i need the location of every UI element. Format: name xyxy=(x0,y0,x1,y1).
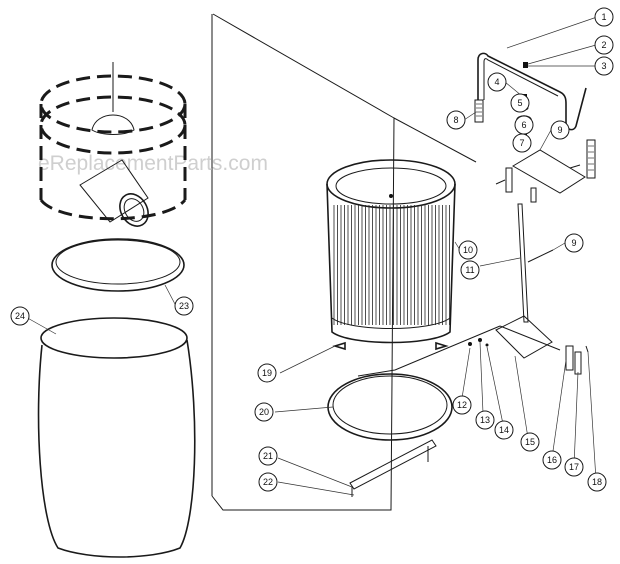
callout-12: 12 xyxy=(452,395,472,415)
callout-circle xyxy=(564,233,584,253)
callout-circle xyxy=(458,240,478,260)
callout-5: 5 xyxy=(510,93,530,113)
callout-label: 6 xyxy=(521,120,526,130)
callout-10: 10 xyxy=(458,240,478,260)
callout-label: 2 xyxy=(601,40,606,50)
callout-label: 10 xyxy=(463,245,473,255)
callout-label: 17 xyxy=(569,462,579,472)
callout-label: 9 xyxy=(557,125,562,135)
callout-circle xyxy=(594,56,614,76)
callout-circle xyxy=(587,472,607,492)
callout-label: 3 xyxy=(601,61,606,71)
callout-21: 21 xyxy=(258,446,278,466)
callout-circle xyxy=(594,7,614,27)
callout-label: 14 xyxy=(499,425,509,435)
callout-circle xyxy=(254,402,274,422)
callout-14: 14 xyxy=(494,420,514,440)
bracket-bar xyxy=(349,439,437,497)
upper-drum xyxy=(39,62,187,227)
callout-label: 22 xyxy=(263,477,273,487)
filter-screws xyxy=(332,341,449,351)
callout-circle xyxy=(494,420,514,440)
handle-assembly xyxy=(474,52,596,179)
callout-label: 4 xyxy=(494,77,499,87)
callout-8: 8 xyxy=(446,110,466,130)
callout-label: 15 xyxy=(525,437,535,447)
callout-11: 11 xyxy=(460,260,480,280)
callout-16: 16 xyxy=(542,450,562,470)
callout-circle xyxy=(564,457,584,477)
callout-circle xyxy=(510,93,530,113)
callout-3: 3 xyxy=(594,56,614,76)
watermark: eReplacementParts.com xyxy=(38,152,268,175)
lower-bracket-hardware xyxy=(468,315,589,375)
bag-clamp-ring xyxy=(51,238,185,292)
callout-20: 20 xyxy=(254,402,274,422)
callout-label: 12 xyxy=(457,400,467,410)
callout-22: 22 xyxy=(258,472,278,492)
callout-label: 7 xyxy=(519,138,524,148)
callout-circle xyxy=(446,110,466,130)
callout-23: 23 xyxy=(174,296,194,316)
callout-label: 18 xyxy=(592,477,602,487)
callout-7: 7 xyxy=(512,133,532,153)
callout-4: 4 xyxy=(487,72,507,92)
callout-circle xyxy=(550,120,570,140)
callout-circle xyxy=(257,363,277,383)
callout-6: 6 xyxy=(514,115,534,135)
callout-label: 24 xyxy=(15,311,25,321)
callout-label: 1 xyxy=(601,12,606,22)
callout-circle xyxy=(460,260,480,280)
callout-label: 19 xyxy=(262,368,272,378)
callout-label: 5 xyxy=(517,98,522,108)
callout-24: 24 xyxy=(10,306,30,326)
assembly-frame-lines xyxy=(211,13,561,511)
callout-label: 13 xyxy=(480,415,490,425)
callout-9: 9 xyxy=(550,120,570,140)
callout-circle xyxy=(542,450,562,470)
callout-label: 8 xyxy=(453,115,458,125)
callout-circle xyxy=(258,446,278,466)
callout-label: 23 xyxy=(179,301,189,311)
callout-15: 15 xyxy=(520,432,540,452)
callout-label: 20 xyxy=(259,407,269,417)
leader-lines xyxy=(23,16,598,496)
callout-label: 9 xyxy=(571,238,576,248)
filter-pleats xyxy=(333,205,450,325)
callout-circle xyxy=(10,306,30,326)
callout-circle xyxy=(594,35,614,55)
callout-label: 16 xyxy=(547,455,557,465)
callout-circle xyxy=(520,432,540,452)
callout-1: 1 xyxy=(594,7,614,27)
callout-19: 19 xyxy=(257,363,277,383)
mounting-brackets xyxy=(495,149,586,323)
callout-circle xyxy=(512,133,532,153)
callout-13: 13 xyxy=(475,410,495,430)
callout-circle xyxy=(487,72,507,92)
callout-17: 17 xyxy=(564,457,584,477)
callout-9: 9 xyxy=(564,233,584,253)
callout-18: 18 xyxy=(587,472,607,492)
callout-label: 11 xyxy=(465,265,474,275)
collection-bag xyxy=(37,317,196,558)
filter-gasket xyxy=(327,373,453,441)
callout-label: 21 xyxy=(263,451,273,461)
callout-2: 2 xyxy=(594,35,614,55)
callout-circle xyxy=(475,410,495,430)
callout-circle xyxy=(452,395,472,415)
pleated-filter xyxy=(326,159,456,344)
callout-circle xyxy=(258,472,278,492)
callout-circle xyxy=(174,296,194,316)
